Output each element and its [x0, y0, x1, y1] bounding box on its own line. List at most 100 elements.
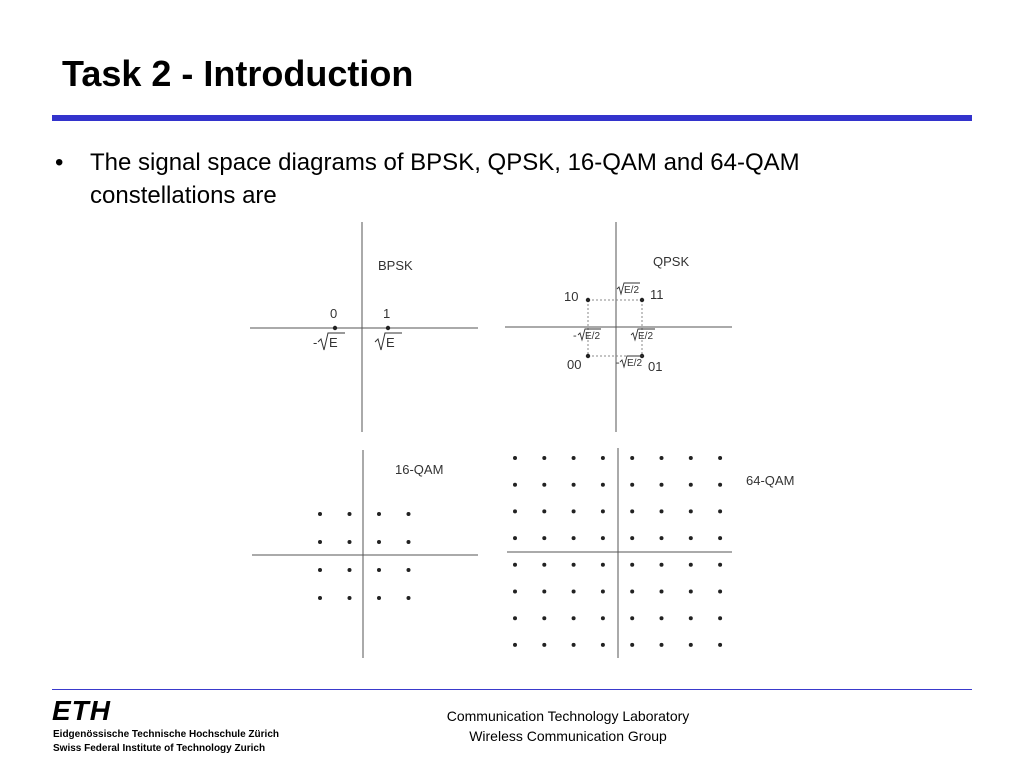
qam16-point [377, 512, 381, 516]
qam64-point [630, 562, 635, 567]
qam64-point [688, 616, 693, 621]
qam64-point [659, 562, 664, 567]
qam64-point [718, 456, 723, 460]
qpsk-point-11 [639, 297, 645, 303]
qam64-point [688, 536, 693, 541]
qam64-point [688, 642, 693, 647]
qam64-point [630, 642, 635, 647]
footer-lab: Communication Technology Laboratory [446, 708, 690, 724]
qam64-point [571, 456, 576, 460]
qam64-point [718, 616, 723, 621]
qam16-point [318, 596, 322, 600]
qam64-point [513, 509, 517, 514]
qam64-point [513, 456, 517, 460]
qam64-point [630, 536, 635, 541]
eth-logo-line1: Eidgenössische Technische Hochschule Zür… [53, 729, 279, 740]
qam64-point [571, 616, 576, 621]
qam64-point [659, 536, 664, 541]
bpsk-bit-1-label: 1 [383, 306, 390, 321]
eth-logo-line2: Swiss Federal Institute of Technology Zu… [53, 743, 266, 754]
qam64-point [600, 562, 605, 567]
bpsk-point-0 [332, 325, 338, 331]
qam16-point [406, 512, 411, 516]
qpsk-bits-11-label: 11 [650, 287, 664, 302]
qpsk-left-sqrt-icon [577, 328, 601, 342]
qpsk-bottom-minus: - [616, 357, 620, 369]
qam16-point [347, 568, 352, 572]
qpsk-top-sqrt-icon [616, 282, 640, 296]
qam16-point [347, 512, 352, 516]
qam64-point [513, 562, 517, 567]
qam64-point [600, 642, 605, 647]
qam16-point [377, 596, 381, 600]
slide-title: Task 2 - Introduction [62, 53, 414, 94]
qam16-point [377, 568, 381, 572]
qam64-point [659, 509, 664, 514]
qam64-point [630, 482, 635, 487]
qam64-point [513, 536, 517, 541]
qam64-point [659, 616, 664, 621]
bpsk-pos-sqrt-icon [374, 332, 402, 351]
qam64-point [688, 509, 693, 514]
qam64-point [600, 456, 605, 460]
qam64-point [600, 482, 605, 487]
qpsk-left-minus: - [573, 330, 577, 342]
qpsk-bits-00-label: 00 [567, 357, 581, 372]
qpsk-title: QPSK [653, 254, 689, 269]
qam64-point [630, 509, 635, 514]
qam64-point [571, 562, 576, 567]
qam64-point [542, 642, 547, 647]
qam64-point [542, 616, 547, 621]
qpsk-bottom-sqrt-icon [619, 355, 643, 369]
qam64-point [630, 456, 635, 460]
qam64-point [718, 509, 723, 514]
qam64-title: 64-QAM [746, 473, 794, 488]
qam64-point [542, 536, 547, 541]
title-divider [52, 115, 972, 121]
bpsk-title: BPSK [378, 258, 413, 273]
qam64-point [600, 589, 605, 594]
qam16-point [406, 540, 411, 544]
bpsk-neg-sqrt-icon [317, 332, 345, 351]
qam64-point [718, 589, 723, 594]
qam64-point [659, 456, 664, 460]
qam64-point [688, 589, 693, 594]
qam16-point [347, 596, 352, 600]
qpsk-right-sqrt-icon [630, 328, 655, 342]
footer-group: Wireless Communication Group [469, 728, 667, 744]
qam64-point [571, 482, 576, 487]
qam64-point [571, 509, 576, 514]
qam64-point [571, 642, 576, 647]
qam64-point [542, 562, 547, 567]
qpsk-bits-01-label: 01 [648, 359, 662, 374]
qpsk-bits-10-label: 10 [564, 289, 578, 304]
qam64-point [659, 589, 664, 594]
bpsk-diagram: BPSK 0 1 - E E [250, 222, 478, 432]
bpsk-neg-sqrt-arg: E [329, 335, 338, 350]
bpsk-point-1 [385, 325, 391, 331]
footer-divider [52, 689, 972, 690]
qam64-point [688, 482, 693, 487]
qam16-diagram: 16-QAM [252, 450, 478, 658]
bullet-text: The signal space diagrams of BPSK, QPSK,… [90, 149, 800, 209]
qam64-diagram: 64-QAM [507, 448, 794, 658]
qam64-point [513, 589, 517, 594]
qam64-point [513, 482, 517, 487]
qam64-point [630, 589, 635, 594]
qam64-point [718, 642, 723, 647]
qpsk-right-sqrt-arg: E/2 [638, 331, 653, 342]
qam64-point [630, 616, 635, 621]
qam64-point [542, 456, 547, 460]
qam64-point [571, 589, 576, 594]
qpsk-left-sqrt-arg: E/2 [585, 331, 600, 342]
qam16-point [318, 540, 322, 544]
qam16-title: 16-QAM [395, 462, 443, 477]
qam64-point [688, 562, 693, 567]
qam16-point [406, 596, 411, 600]
qpsk-top-sqrt-arg: E/2 [624, 285, 639, 296]
qam64-point [571, 536, 576, 541]
qam16-point [406, 568, 411, 572]
qam64-point [600, 509, 605, 514]
qam64-point [718, 482, 723, 487]
